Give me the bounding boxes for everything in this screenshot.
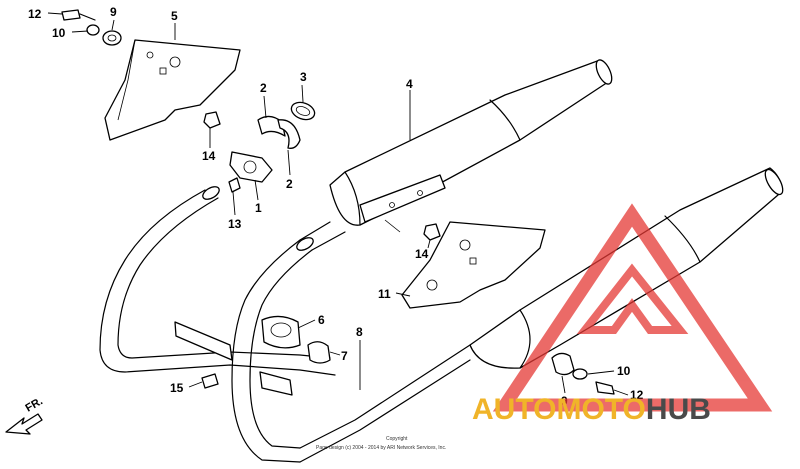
copyright-line-1: Copyright xyxy=(386,436,408,442)
leader-lines xyxy=(47,12,629,396)
callout-5: 5 xyxy=(171,9,178,23)
callout-10-bottom: 10 xyxy=(617,364,631,378)
callouts: 12 9 10 5 2 3 4 14 2 1 13 14 11 6 7 8 15… xyxy=(28,5,644,408)
watermark-text-part2: HUB xyxy=(646,393,711,426)
front-direction-arrow: FR. xyxy=(5,395,45,435)
callout-14-left: 14 xyxy=(202,149,216,163)
bracket-11 xyxy=(401,221,546,309)
callout-6: 6 xyxy=(318,313,325,327)
callout-12-top: 12 xyxy=(28,7,42,21)
watermark-inner-mark xyxy=(576,263,689,334)
gaskets xyxy=(229,101,316,183)
copyright-line-2: Page design (c) 2004 - 2014 by ARI Netwo… xyxy=(316,445,446,451)
callout-2-bottom: 2 xyxy=(286,177,293,191)
callout-4: 4 xyxy=(406,77,413,91)
callout-2-top: 2 xyxy=(260,81,267,95)
upper-muffler xyxy=(329,59,613,226)
callout-13: 13 xyxy=(228,217,242,231)
watermark-text-part1: AUTOMOTO xyxy=(472,393,646,426)
callout-3: 3 xyxy=(300,70,307,84)
bracket-5 xyxy=(104,39,241,141)
callout-7: 7 xyxy=(341,349,348,363)
callout-1: 1 xyxy=(255,201,262,215)
automotohub-watermark xyxy=(492,203,773,412)
callout-8: 8 xyxy=(356,325,363,339)
watermark-text: AUTOMOTOHUB xyxy=(472,393,711,426)
front-label: FR. xyxy=(24,395,45,414)
callout-10-top: 10 xyxy=(52,26,66,40)
hardware xyxy=(61,9,615,395)
callout-14-right: 14 xyxy=(415,247,429,261)
lower-muffler xyxy=(469,167,784,369)
watermark-triangle xyxy=(492,203,773,412)
exhaust-pipes xyxy=(99,186,471,463)
callout-11: 11 xyxy=(378,287,391,301)
muffler-mount-tab xyxy=(359,174,446,233)
callout-9-top: 9 xyxy=(110,5,117,19)
callout-15: 15 xyxy=(170,381,184,395)
